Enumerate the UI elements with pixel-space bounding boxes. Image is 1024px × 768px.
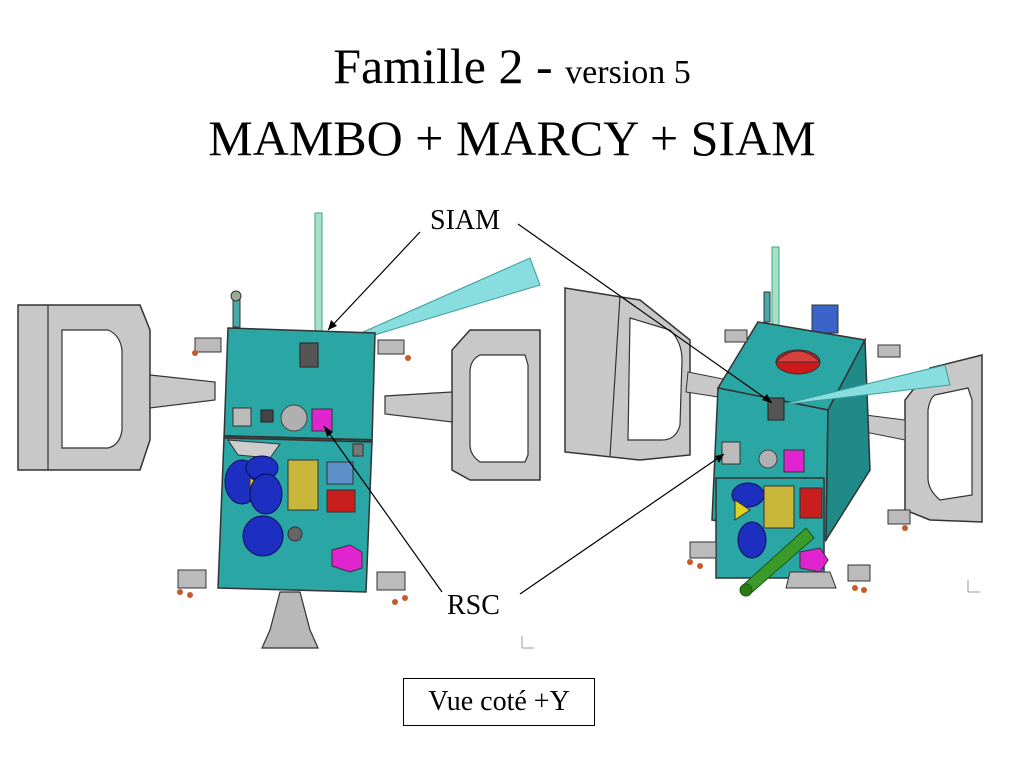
title-line-1: Famille 2 - version 5	[0, 36, 1024, 103]
siam-callouts	[327, 223, 773, 404]
axis-triad-left	[521, 636, 534, 649]
left-vertical-beam	[314, 212, 323, 334]
rsc-label: RSC	[445, 590, 502, 622]
title-main: Famille 2 -	[333, 38, 566, 94]
siam-label: SIAM	[428, 205, 503, 237]
left-siam-beam	[317, 257, 541, 353]
right-satellite	[564, 246, 983, 597]
title-line-2: MAMBO + MARCY + SIAM	[208, 110, 816, 166]
axis-triad-right	[967, 580, 980, 593]
left-nozzle	[261, 591, 319, 649]
left-satellite	[17, 212, 541, 649]
left-rsc-module	[311, 408, 333, 432]
left-solar-panel-left	[17, 304, 216, 471]
rsc-callouts	[323, 425, 725, 595]
title-version: version 5	[565, 54, 691, 91]
left-siam-module	[299, 342, 319, 368]
left-solar-panel-right	[384, 329, 541, 481]
view-caption: Vue coté +Y	[403, 678, 595, 726]
